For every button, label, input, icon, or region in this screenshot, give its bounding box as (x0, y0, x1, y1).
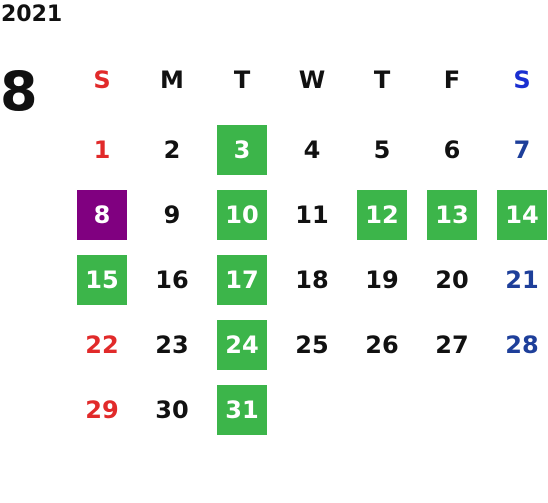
calendar-day-30[interactable]: 30 (155, 396, 189, 424)
calendar-day-20[interactable]: 20 (435, 266, 469, 294)
calendar-day-27[interactable]: 27 (435, 331, 469, 359)
calendar-day-19[interactable]: 19 (365, 266, 399, 294)
calendar-day-12[interactable]: 12 (357, 190, 407, 240)
calendar-day-11[interactable]: 11 (295, 201, 329, 229)
weekday-tuesday: T (233, 66, 251, 94)
weekday-wednesday: W (298, 66, 326, 94)
weekday-sunday: S (93, 66, 111, 94)
calendar-day-25[interactable]: 25 (295, 331, 329, 359)
calendar-day-4[interactable]: 4 (303, 136, 321, 164)
weekday-monday: M (160, 66, 184, 94)
calendar-day-2[interactable]: 2 (163, 136, 181, 164)
calendar-day-16[interactable]: 16 (155, 266, 189, 294)
calendar-month: 8 (0, 60, 38, 123)
calendar-day-26[interactable]: 26 (365, 331, 399, 359)
calendar-day-3[interactable]: 3 (217, 125, 267, 175)
calendar-day-6[interactable]: 6 (443, 136, 461, 164)
calendar-day-18[interactable]: 18 (295, 266, 329, 294)
calendar-year: 2021 (1, 2, 63, 27)
calendar-day-31[interactable]: 31 (217, 385, 267, 435)
calendar-day-9[interactable]: 9 (163, 201, 181, 229)
calendar-day-22[interactable]: 22 (85, 331, 119, 359)
calendar-day-24[interactable]: 24 (217, 320, 267, 370)
calendar-day-23[interactable]: 23 (155, 331, 189, 359)
calendar-day-7[interactable]: 7 (513, 136, 531, 164)
weekday-friday: F (443, 66, 461, 94)
calendar-day-28[interactable]: 28 (505, 331, 539, 359)
calendar-day-17[interactable]: 17 (217, 255, 267, 305)
calendar-day-10[interactable]: 10 (217, 190, 267, 240)
calendar-day-8[interactable]: 8 (77, 190, 127, 240)
weekday-thursday: T (373, 66, 391, 94)
calendar-day-13[interactable]: 13 (427, 190, 477, 240)
weekday-saturday: S (513, 66, 531, 94)
calendar-day-15[interactable]: 15 (77, 255, 127, 305)
calendar-day-1[interactable]: 1 (93, 136, 111, 164)
calendar-day-5[interactable]: 5 (373, 136, 391, 164)
calendar-day-21[interactable]: 21 (505, 266, 539, 294)
calendar-day-29[interactable]: 29 (85, 396, 119, 424)
calendar-day-14[interactable]: 14 (497, 190, 547, 240)
